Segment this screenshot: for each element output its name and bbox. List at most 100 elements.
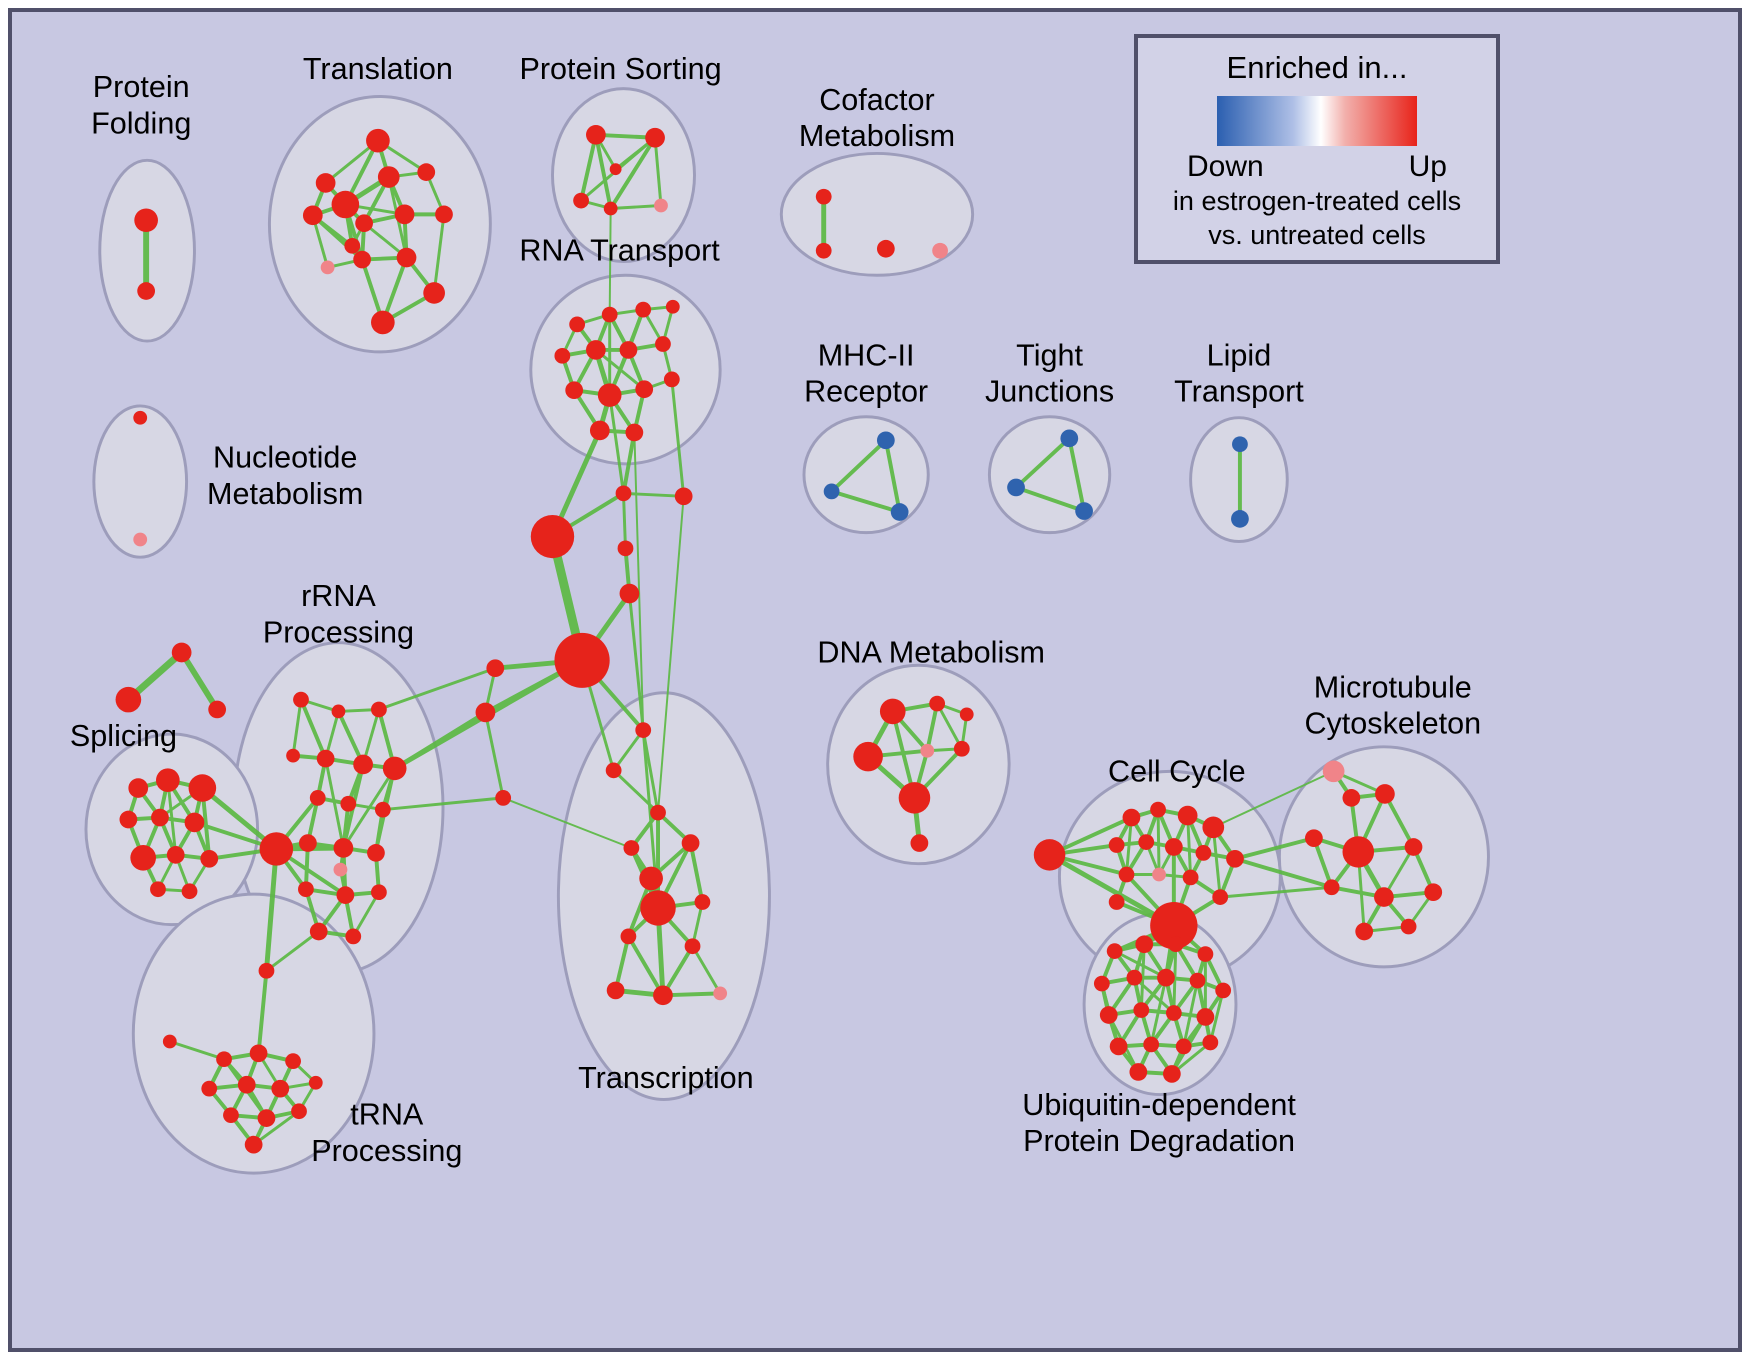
legend-box: Enriched in... Down Up in estrogen-treat… bbox=[1134, 34, 1500, 264]
network-node bbox=[1157, 968, 1175, 987]
cluster-ellipse-cofactor-metabolism bbox=[779, 151, 975, 277]
network-node bbox=[1129, 1063, 1148, 1081]
network-edge bbox=[1125, 816, 1133, 876]
network-node bbox=[640, 890, 676, 926]
network-edge bbox=[1182, 979, 1199, 1048]
network-edge bbox=[1014, 485, 1087, 513]
network-edge bbox=[1139, 942, 1146, 1012]
network-edge bbox=[1014, 436, 1072, 490]
network-node bbox=[663, 371, 680, 388]
network-node bbox=[1164, 838, 1183, 856]
network-node bbox=[681, 834, 700, 852]
network-edge bbox=[381, 796, 505, 812]
network-node bbox=[336, 886, 355, 904]
network-node bbox=[1342, 789, 1361, 807]
network-node bbox=[674, 487, 693, 506]
network-node bbox=[331, 704, 346, 719]
network-edge bbox=[609, 204, 663, 210]
network-node bbox=[353, 250, 372, 269]
network-node bbox=[635, 301, 652, 318]
network-node bbox=[133, 532, 148, 547]
network-node bbox=[619, 583, 640, 604]
network-node bbox=[1118, 866, 1135, 883]
network-node bbox=[188, 774, 217, 802]
network-node bbox=[1109, 1037, 1128, 1056]
network-node bbox=[650, 804, 666, 821]
network-node bbox=[423, 282, 445, 304]
network-edge bbox=[1233, 856, 1334, 890]
network-node bbox=[344, 237, 361, 254]
cluster-label-splicing: Splicing bbox=[70, 719, 177, 753]
network-edge bbox=[670, 377, 686, 498]
cluster-ellipse-microtubule-cytoskeleton bbox=[1277, 745, 1490, 969]
network-node bbox=[316, 749, 335, 768]
network-node bbox=[495, 790, 512, 806]
network-edge bbox=[178, 649, 221, 713]
network-node bbox=[162, 1034, 177, 1049]
network-node bbox=[617, 540, 634, 557]
network-node bbox=[1212, 889, 1229, 905]
legend-up-label: Up bbox=[1408, 150, 1447, 183]
network-node bbox=[1099, 1006, 1118, 1024]
network-node bbox=[1143, 1036, 1160, 1053]
cluster-label-protein-sorting: Protein Sorting bbox=[519, 52, 721, 86]
network-node bbox=[1075, 502, 1093, 520]
network-node bbox=[876, 239, 895, 258]
network-node bbox=[271, 1079, 290, 1098]
network-node bbox=[374, 801, 391, 818]
network-edge bbox=[392, 710, 488, 771]
network-edge bbox=[691, 944, 722, 995]
network-node bbox=[665, 299, 680, 314]
network-node bbox=[333, 862, 348, 877]
network-node bbox=[258, 962, 275, 979]
network-edge bbox=[657, 495, 685, 814]
network-node bbox=[486, 659, 505, 678]
network-node bbox=[898, 782, 931, 814]
network-node bbox=[293, 691, 309, 708]
network-node bbox=[371, 884, 387, 901]
network-node bbox=[1374, 887, 1394, 907]
legend-caption-line2: vs. untreated cells bbox=[1208, 220, 1426, 250]
network-edge bbox=[593, 132, 658, 140]
network-node bbox=[1126, 969, 1143, 986]
legend-title: Enriched in... bbox=[1226, 50, 1408, 85]
network-node bbox=[371, 310, 395, 335]
network-node bbox=[1195, 845, 1212, 861]
network-node bbox=[1133, 1002, 1150, 1018]
network-node bbox=[309, 922, 328, 941]
network-node bbox=[1162, 1065, 1181, 1083]
network-node bbox=[171, 642, 192, 663]
network-node bbox=[1305, 829, 1323, 847]
network-node bbox=[879, 698, 906, 725]
network-node bbox=[1177, 805, 1198, 826]
network-node bbox=[216, 1051, 232, 1068]
network-edge bbox=[1149, 976, 1168, 1046]
network-node bbox=[291, 1103, 307, 1120]
network-node bbox=[115, 686, 142, 713]
network-node bbox=[890, 503, 909, 521]
cluster-ellipse-mhc-ii-receptor bbox=[802, 415, 930, 535]
network-node bbox=[815, 188, 832, 205]
network-edge bbox=[1186, 814, 1193, 879]
network-node bbox=[1060, 429, 1079, 448]
network-node bbox=[635, 380, 654, 399]
cluster-ellipse-rna-transport bbox=[529, 273, 722, 466]
network-edge bbox=[324, 757, 345, 850]
network-edge bbox=[653, 136, 663, 207]
network-edge bbox=[1212, 770, 1335, 829]
network-node bbox=[910, 834, 929, 852]
network-node bbox=[333, 838, 354, 858]
network-edge bbox=[1047, 852, 1177, 929]
cluster-label-cell-cycle: Cell Cycle bbox=[1108, 754, 1246, 788]
network-node bbox=[1108, 837, 1125, 853]
network-node bbox=[166, 846, 185, 864]
network-edge bbox=[1067, 436, 1087, 513]
network-node bbox=[309, 790, 326, 806]
network-node bbox=[554, 632, 610, 688]
network-node bbox=[1108, 894, 1125, 910]
